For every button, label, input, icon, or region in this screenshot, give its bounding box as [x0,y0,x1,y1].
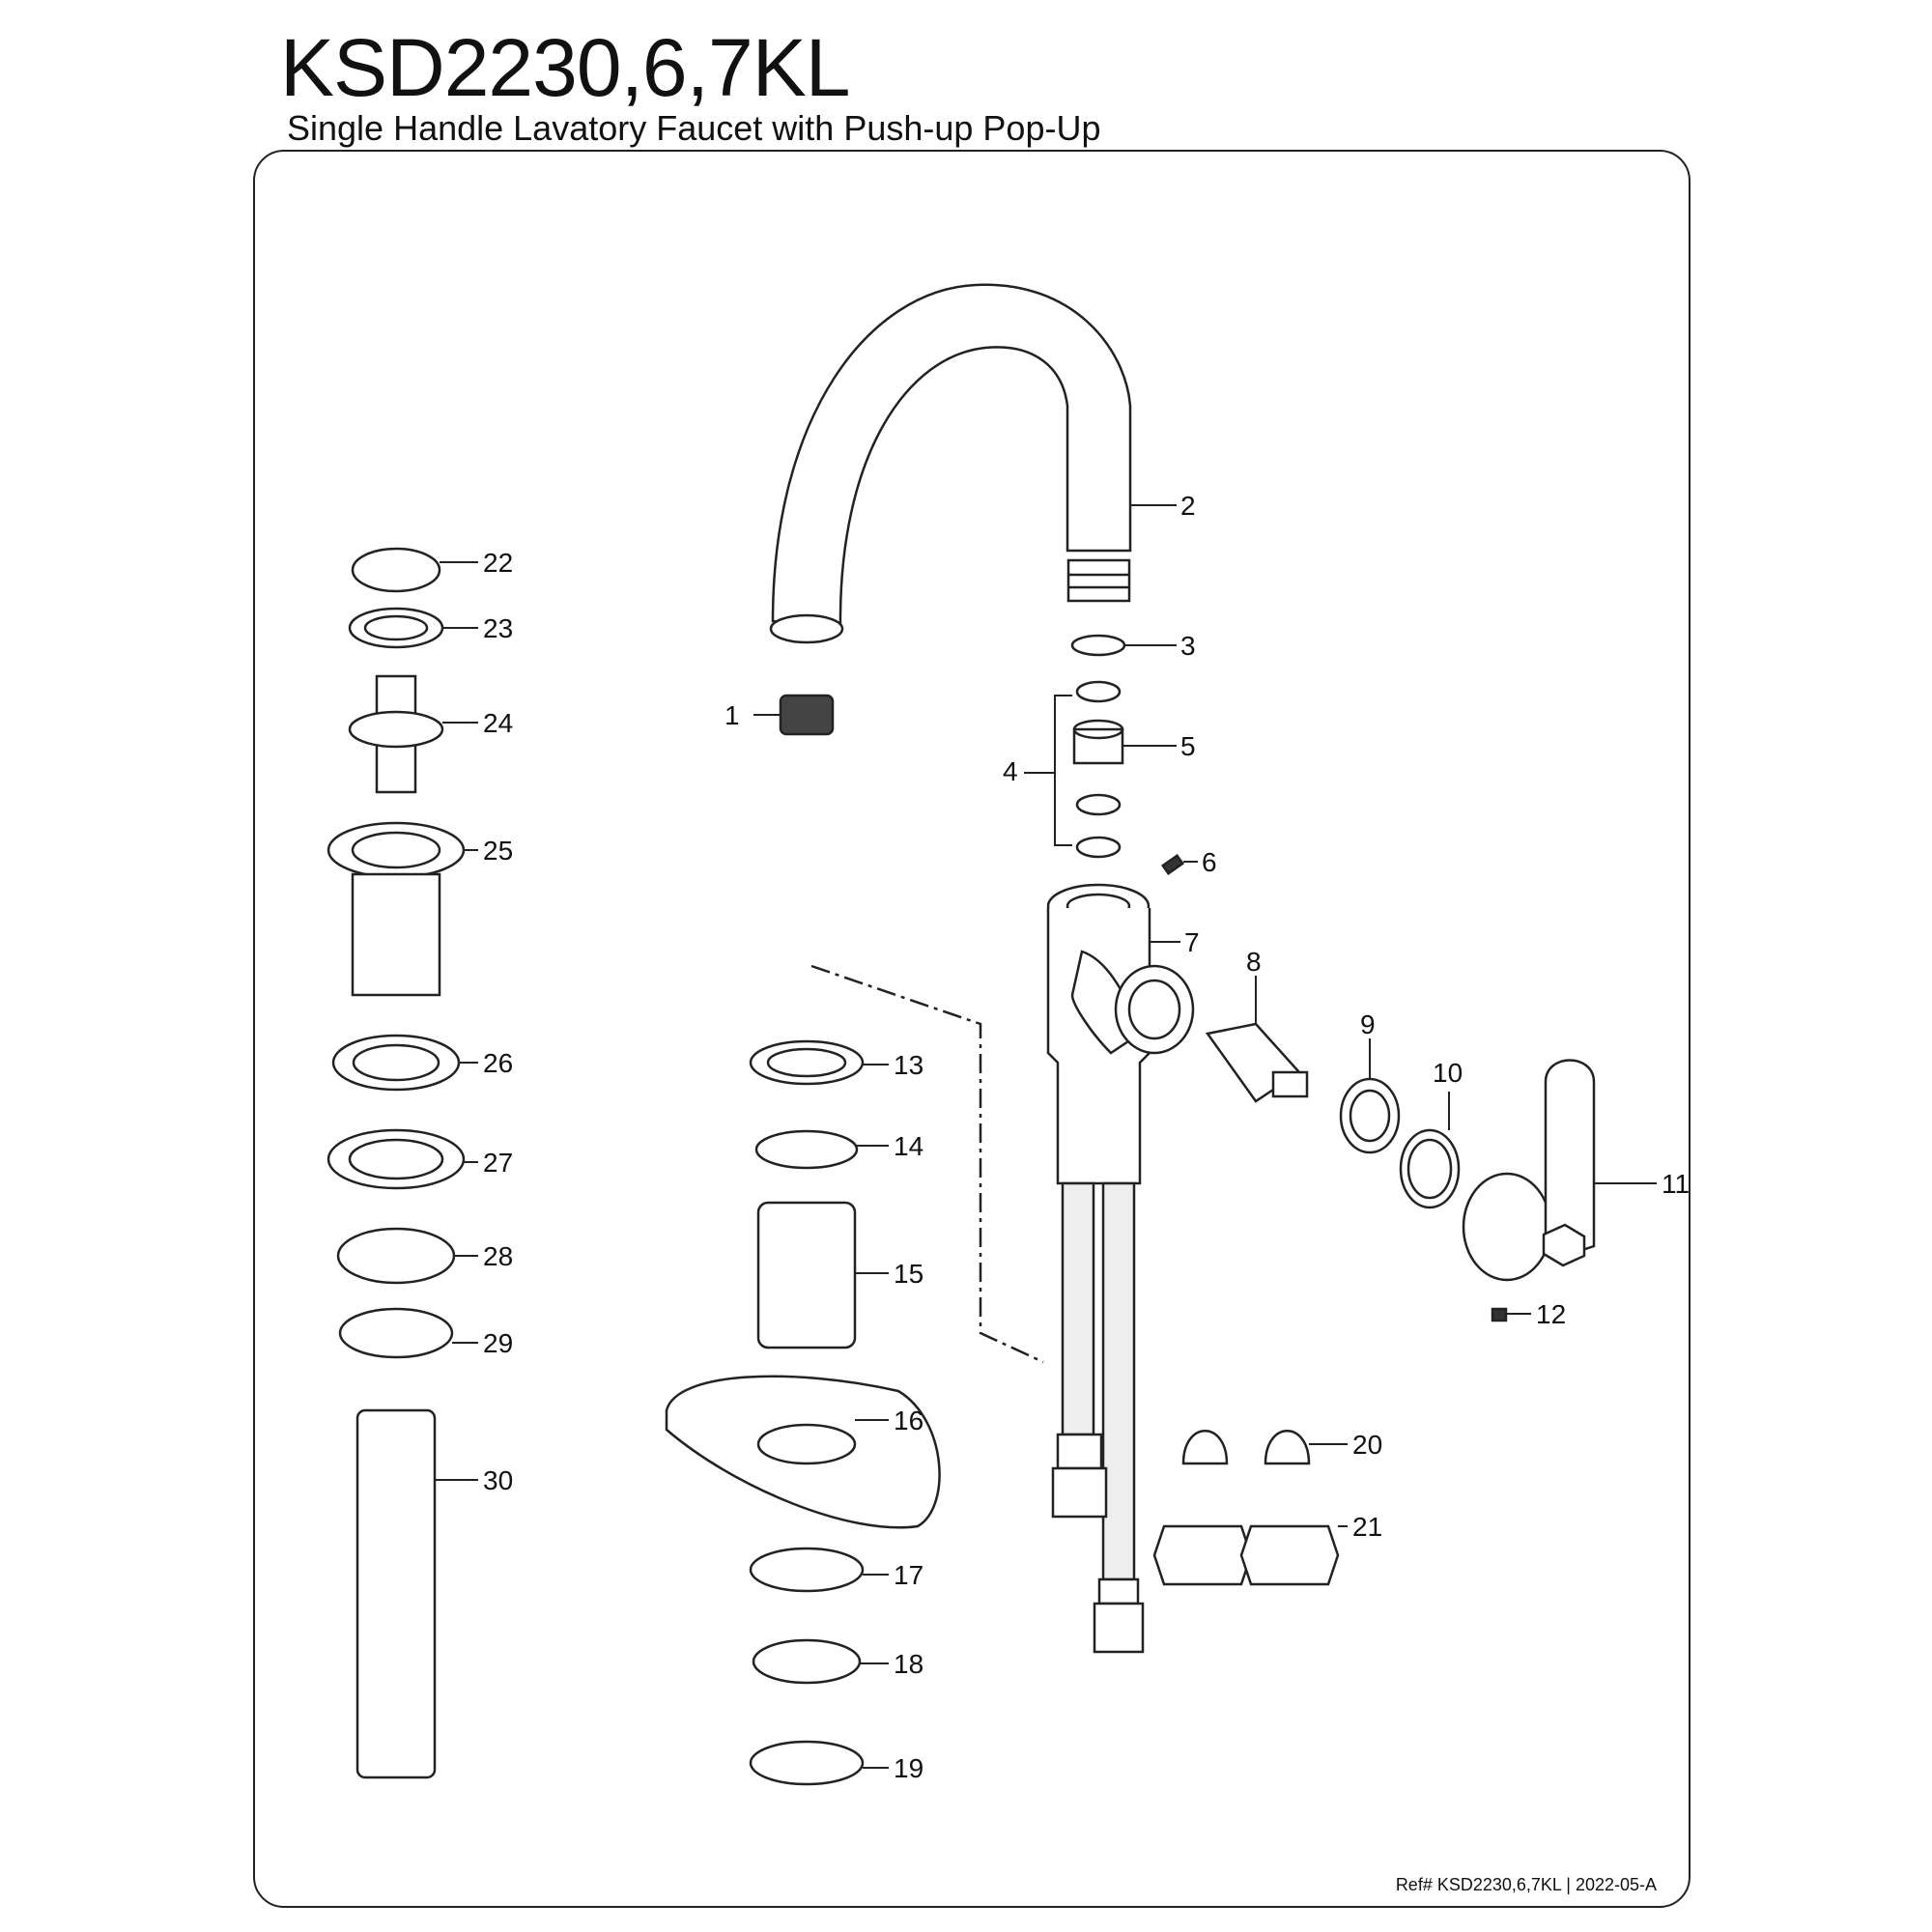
callout-6: 6 [1202,847,1217,877]
callout-1: 1 [724,700,740,730]
callout-21: 21 [1352,1512,1382,1542]
callout-18: 18 [894,1649,923,1679]
callout-27: 27 [483,1148,513,1178]
callout-20: 20 [1352,1430,1382,1460]
callout-7: 7 [1184,927,1200,957]
callout-10: 10 [1433,1058,1463,1088]
callout-11: 11 [1662,1169,1690,1199]
callout-4: 4 [1003,756,1018,786]
callout-2: 2 [1180,491,1196,521]
callout-25: 25 [483,836,513,866]
handle-assembly [1205,1022,1596,1322]
supply-nuts [1152,1430,1340,1586]
diagram-frame [253,150,1690,1908]
callout-3: 3 [1180,631,1196,661]
callout-22: 22 [483,548,513,578]
page-subtitle: Single Handle Lavatory Faucet with Push-… [287,108,1101,148]
callout-12: 12 [1536,1299,1566,1329]
callouts: 1 2 3 4 5 6 7 8 9 10 11 12 13 14 15 16 1… [435,491,1690,1783]
drain-assembly [327,547,466,1779]
callout-28: 28 [483,1241,513,1271]
callout-14: 14 [894,1131,923,1161]
callout-17: 17 [894,1560,923,1590]
callout-23: 23 [483,613,513,643]
spout-assembly [769,283,1195,1654]
callout-29: 29 [483,1328,513,1358]
callout-5: 5 [1180,731,1196,761]
callout-30: 30 [483,1465,513,1495]
callout-15: 15 [894,1259,923,1289]
callout-9: 9 [1360,1009,1376,1039]
callout-8: 8 [1246,947,1262,977]
callout-13: 13 [894,1050,923,1080]
callout-16: 16 [894,1406,923,1435]
callout-26: 26 [483,1048,513,1078]
page-title: KSD2230,6,7KL [280,22,850,113]
deck-plate-assembly [665,964,1044,1786]
reference-number: Ref# KSD2230,6,7KL | 2022-05-A [1395,1875,1657,1894]
callout-19: 19 [894,1753,923,1783]
callout-24: 24 [483,708,513,738]
